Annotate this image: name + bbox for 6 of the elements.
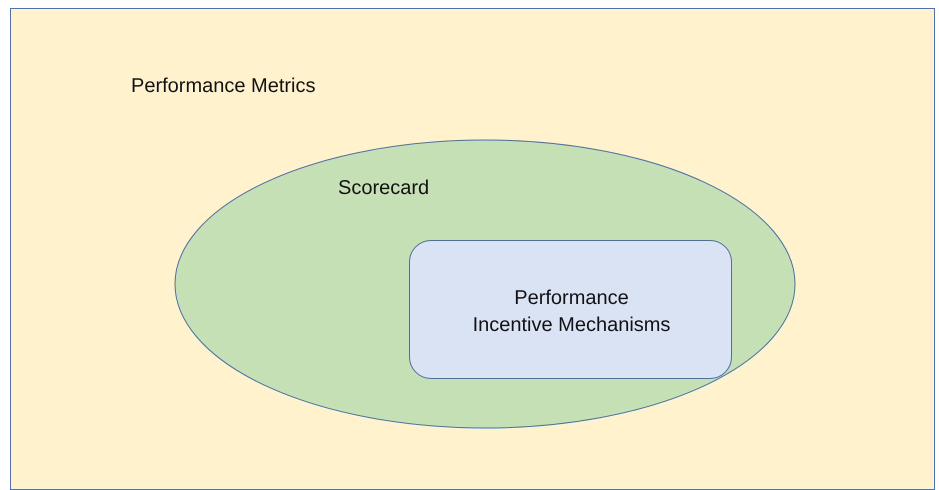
outer-panel bbox=[10, 8, 935, 490]
rounded-box bbox=[409, 240, 732, 379]
ellipse-region bbox=[174, 139, 796, 429]
region-label: Performance Metrics bbox=[131, 75, 316, 98]
region-label: Performance Incentive Mechanisms bbox=[472, 286, 672, 338]
region-label: Scorecard bbox=[338, 177, 430, 200]
